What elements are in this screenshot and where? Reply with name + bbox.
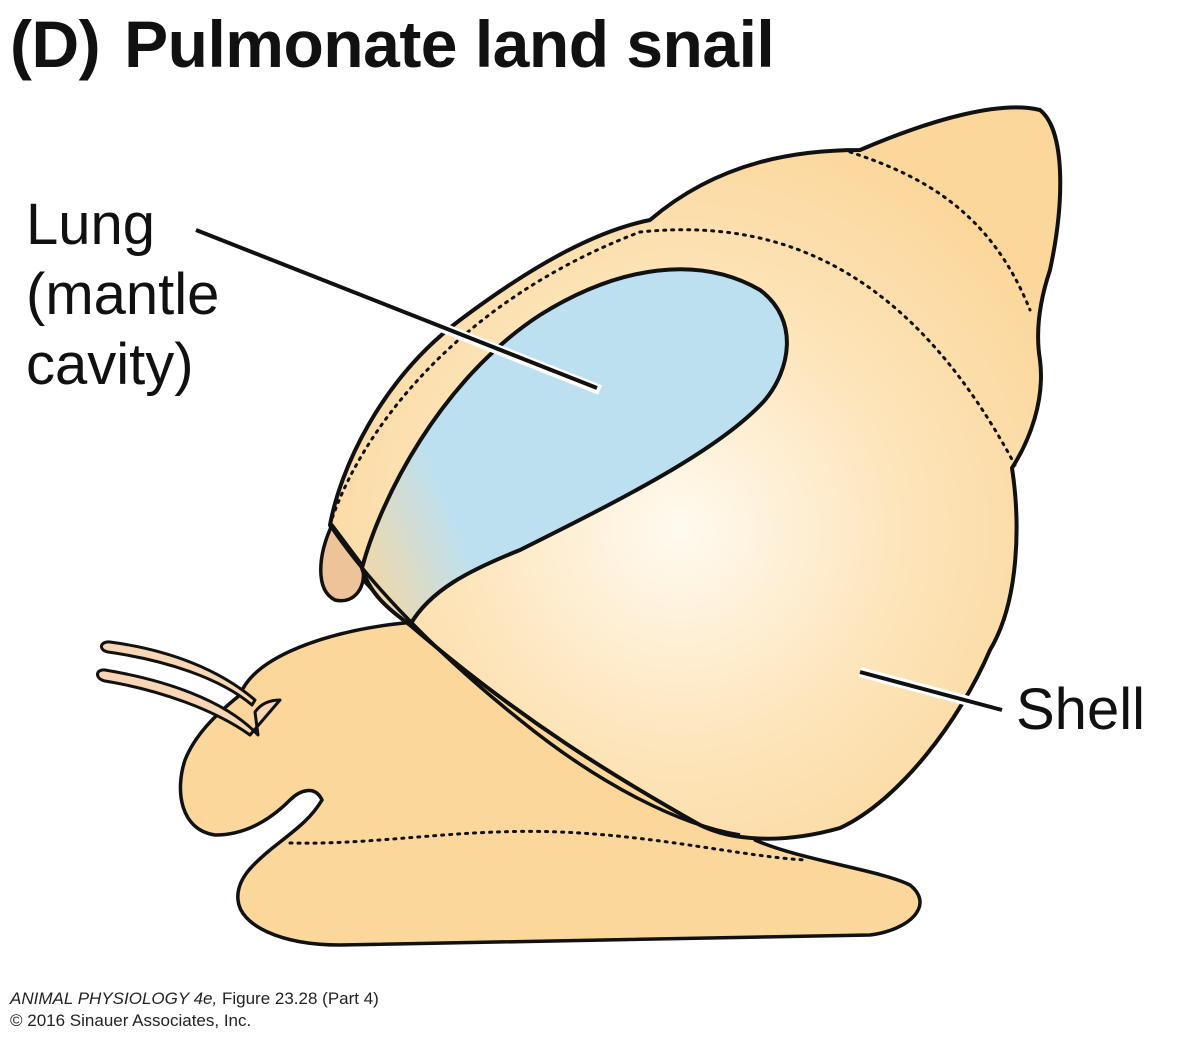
figure-number: Figure 23.28 (Part 4) [221, 989, 379, 1008]
body-shell-boundary [328, 524, 741, 837]
whorl-line-1 [328, 228, 1017, 527]
lung-label-line-1: Lung [26, 192, 156, 257]
title-text: Pulmonate land snail [124, 7, 775, 81]
panel-letter: (D) [10, 7, 101, 81]
shell [328, 105, 1063, 841]
whorl-line-2 [848, 150, 1032, 312]
figure-credit: ANIMAL PHYSIOLOGY 4e, Figure 23.28 (Part… [10, 988, 379, 1032]
tentacle-lower [96, 668, 282, 737]
book-title: ANIMAL PHYSIOLOGY 4e, [10, 989, 218, 1008]
lung-leader-line [194, 225, 602, 395]
copyright: © 2016 Sinauer Associates, Inc. [10, 1011, 252, 1030]
foot-mantle-line [288, 829, 807, 862]
lung-label-line-2: (mantle [26, 262, 220, 327]
shell-leader-line [858, 667, 1004, 715]
lung-label-line-3: cavity) [26, 332, 194, 397]
tentacle-upper [100, 640, 257, 707]
lung-label: Lung (mantle cavity) [26, 190, 219, 400]
shell-lip-tip [319, 523, 366, 603]
figure-title: (D) Pulmonate land snail [10, 6, 775, 82]
shell-label: Shell [1016, 677, 1145, 742]
